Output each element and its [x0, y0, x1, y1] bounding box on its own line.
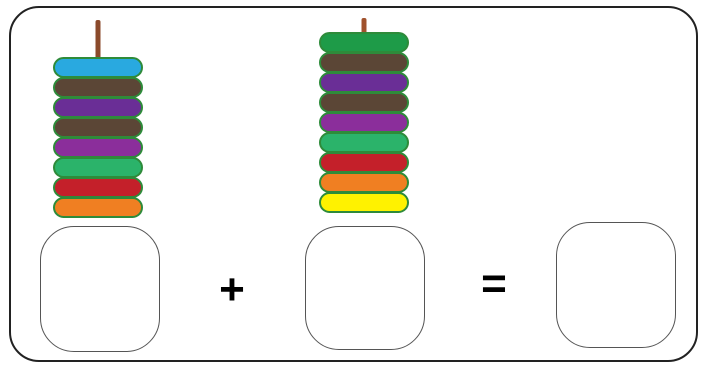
abacus-bead	[320, 33, 408, 52]
abacus-bead	[54, 158, 142, 177]
equals-sign: =	[474, 262, 514, 306]
abacus-bead	[54, 98, 142, 117]
bead-stack-2	[320, 18, 408, 212]
abacus-bead	[54, 198, 142, 217]
abacus-bead	[320, 133, 408, 152]
first-addend-box[interactable]	[40, 226, 160, 352]
abacus-bead	[54, 138, 142, 157]
abacus-bead	[54, 118, 142, 137]
abacus-bead	[320, 93, 408, 112]
abacus-bead	[320, 53, 408, 72]
sum-box[interactable]	[556, 222, 676, 348]
abacus-bead	[320, 73, 408, 92]
abacus-bead	[320, 173, 408, 192]
abacus-bead	[54, 178, 142, 197]
abacus-bead	[320, 193, 408, 212]
abacus-bead	[320, 153, 408, 172]
bead-stack-1	[54, 20, 142, 217]
abacus-bead	[54, 58, 142, 77]
abacus-bead	[54, 78, 142, 97]
plus-sign: +	[212, 268, 252, 312]
abacus-bead	[320, 113, 408, 132]
second-addend-box[interactable]	[305, 226, 425, 350]
abacus-rod	[96, 20, 101, 62]
